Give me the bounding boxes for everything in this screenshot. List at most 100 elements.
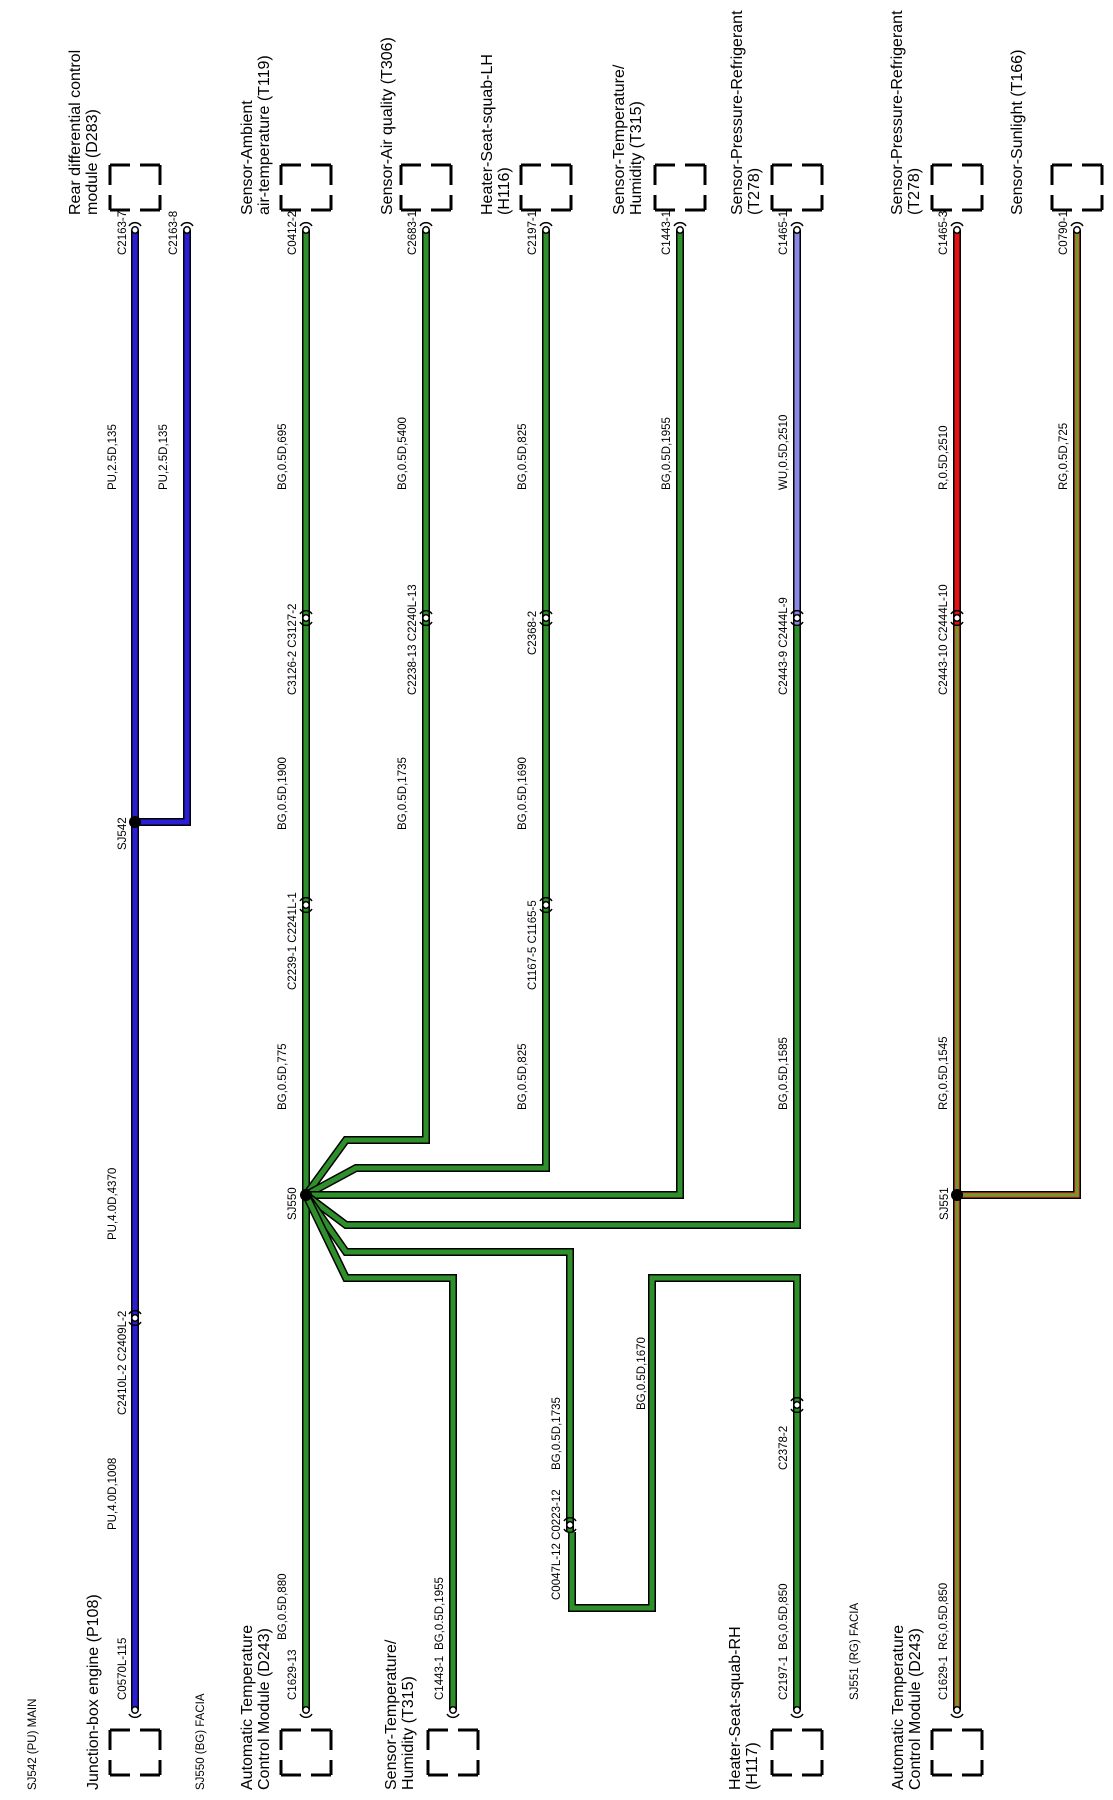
component-sensor-pressure-ref-2-box [930,163,984,212]
wire-label-17: BG,0.5D,1735 [551,1397,563,1470]
wire-label-2: PU,2.5D,135 [107,424,119,490]
component-sensor-ambient-air-box [279,163,333,212]
connector-label-13: C1443-1 [434,1656,446,1700]
connector-label-11: C2368-2 [527,611,539,655]
splice-legend-0: SJ542 (PU) MAIN [27,1699,39,1790]
conn-c1465-1 [790,221,804,234]
wire-label-0: PU,4.0D,1008 [107,1458,119,1530]
connector-label-10: C1167-5 C1165-5 [527,900,539,990]
wire-label-11: BG,0.5D,825 [517,424,529,490]
wire-bg-pressure [303,625,801,1229]
component-sensor-sunlight-label: Sensor-Sunlight (T166) [1009,50,1026,215]
inline-c2239-1 [299,896,313,914]
component-sensor-temp-humidity-top-label: Sensor-Temperature/Humidity (T315) [611,64,645,215]
component-sensor-temp-humidity-top-box [653,163,707,212]
splice-sj551-dot [951,1189,963,1201]
inline-c2368-2 [539,609,553,627]
inline-c2238-13 [419,609,433,627]
wire-label-22: R,0.5D,2510 [938,425,950,490]
wire-label-12: BG,0.5D,825 [517,1044,529,1110]
connector-label-18: C2378-2 [778,1426,790,1470]
wire-label-8: BG,0.5D,1735 [397,757,409,830]
conn-c1443-1-bottom [446,1706,460,1719]
wire-label-7: BG,0.5D,695 [277,424,289,490]
labels-layer: Junction-box engine (P108) Automatic Temp… [27,10,1070,1790]
wire-label-16: WU,0.5D,2510 [778,415,790,490]
wire-label-3: PU,2.5D,135 [158,424,170,490]
connector-label-3: C2163-8 [168,211,180,255]
component-sensor-air-quality-label: Sensor-Air quality (T306) [379,37,396,215]
component-atc-module-bg-box [279,1728,333,1777]
conn-c1629-13 [299,1706,313,1719]
component-sensor-pressure-ref-1-box [770,163,824,212]
connector-label-16: C1465-1 [778,211,790,255]
conn-c0412-2 [299,221,313,234]
wire-label-1: PU,4.0D,4370 [107,1168,119,1240]
connector-label-6: C3126-2 C3127-2 [287,604,299,695]
splice-sj550-label: SJ550 [287,1187,299,1220]
inline-c2443-9 [790,609,804,627]
conn-c2683-1 [419,221,433,234]
conn-c2197-1-top [539,221,553,234]
connector-label-23: C0790-1 [1058,211,1070,255]
component-rear-diff-module-label: Rear differential controlmodule (D283) [67,50,101,215]
wire-label-19: BG,0.5D,850 [778,1584,790,1650]
wire-label-13: BG,0.5D,1955 [434,1577,446,1650]
connector-label-15: C2443-9 C2444L-9 [778,597,790,695]
wire-label-5: BG,0.5D,775 [277,1044,289,1110]
component-sensor-temp-humidity-bottom-box [426,1728,480,1777]
wire-label-9: BG,0.5D,5400 [397,417,409,490]
component-atc-module-rg-label: Automatic TemperatureControl Module (D24… [890,1625,924,1790]
wire-bg-c0223 [302,1192,574,1532]
wire-label-15: BG,0.5D,1585 [778,1037,790,1110]
inline-c2443-10 [950,609,964,627]
component-heater-seat-lh-box [519,163,573,212]
inline-c1167-5 [539,896,553,914]
wire-bg-air-quality [302,230,430,1198]
inline-c3126-2 [299,609,313,627]
wire-label-6: BG,0.5D,1900 [277,757,289,830]
component-sensor-temp-humidity-bottom-label: Sensor-Temperature/Humidity (T315) [383,1639,417,1790]
component-atc-module-bg-label: Automatic TemperatureControl Module (D24… [239,1625,273,1790]
connector-label-4: C1629-13 [287,1649,299,1700]
connector-label-5: C2239-1 C2241L-1 [287,892,299,990]
connector-label-20: C1629-1 [938,1656,950,1700]
component-heater-seat-lh-label: Heater-Seat-squab-LH(H116) [479,54,513,215]
conn-c2163-7 [128,221,142,234]
wire-label-23: RG,0.5D,725 [1058,423,1070,490]
component-sensor-pressure-ref-2-label: Sensor-Pressure-Refrigerant(T278) [889,10,923,215]
wire-bg-heater-lh [304,230,550,1199]
wire-pu-branch [135,230,191,826]
connector-label-21: C2443-10 C2444L-10 [938,584,950,695]
connector-label-1: C2410L-2 C2409L-2 [117,1311,129,1415]
inline-c0047l-12 [563,1516,577,1534]
wire-label-21: RG,0.5D,1545 [938,1036,950,1110]
inline-c2378-2 [790,1396,804,1414]
connector-label-8: C2238-13 C2240L-13 [407,584,419,695]
connector-label-17: C0047L-12 C0223-12 [551,1489,563,1600]
component-junction-box-engine-label: Junction-box engine (P108) [85,1594,102,1790]
component-sensor-air-quality-box [399,163,453,212]
connector-label-14: C1443-1 [661,211,673,255]
conn-c2163-8 [180,221,194,234]
wire-bg-temp-top [306,230,684,1199]
splice-sj550-dot [300,1189,312,1201]
connector-label-9: C2683-1 [407,211,419,255]
wires-layer [131,230,1081,1710]
component-sensor-ambient-air-label: Sensor-Ambientair-temperature (T119) [239,55,273,215]
wire-label-10: BG,0.5D,1690 [517,757,529,830]
wire-label-20: RG,0.5D,850 [938,1583,950,1650]
inline-c2410l-2 [128,1309,142,1327]
conn-c1443-1-top [673,221,687,234]
splice-legend-1: SJ550 (BG) FACIA [195,1693,207,1790]
splice-sj542-label: SJ542 [117,817,129,850]
wire-label-14: BG,0.5D,1955 [661,417,673,490]
component-rear-diff-module-box [108,163,162,212]
wire-bg-heater-rh [568,1274,801,1612]
splice-sj551-label: SJ551 [939,1187,951,1220]
connector-label-12: C2197-1 [527,211,539,255]
component-heater-seat-rh-label: Heater-Seat-squab-RH(H117) [727,1626,761,1790]
wire-label-4: BG,0.5D,880 [277,1574,289,1640]
connector-label-22: C1465-3 [938,211,950,255]
